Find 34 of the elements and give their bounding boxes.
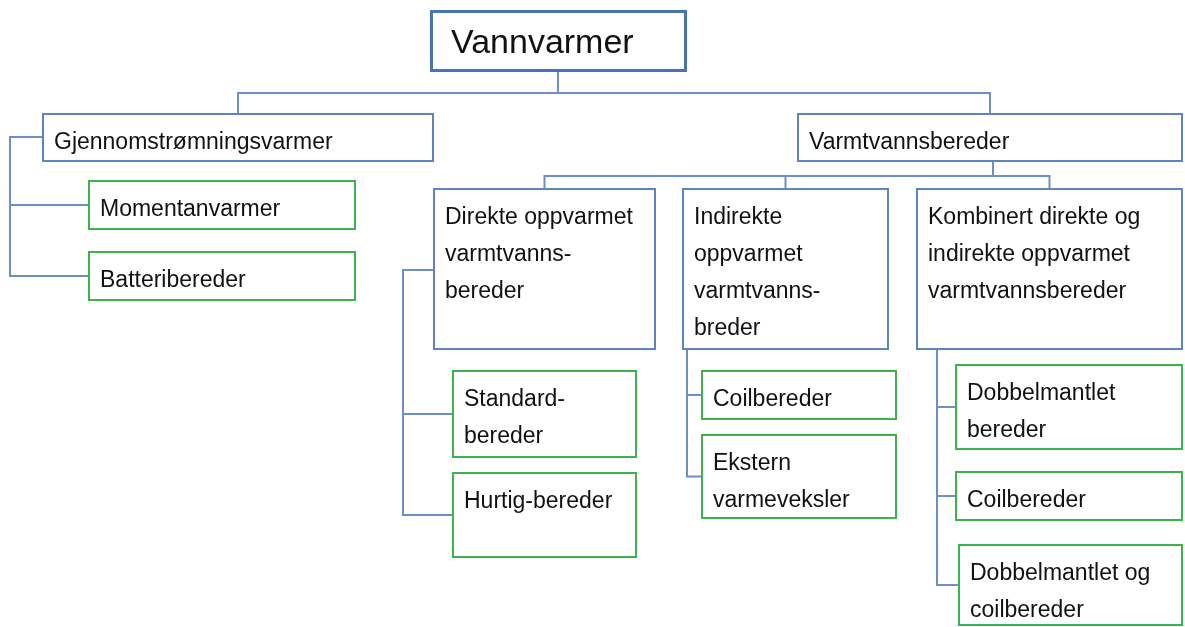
leaf-box [701,434,897,519]
connector-line [9,136,89,277]
node-label: Indirekte oppvarmet varmtvanns-breder [694,202,822,342]
node-label: Hurtig-bereder [464,486,613,515]
node-label: Dobbelmantlet og coilbereder [970,558,1152,624]
leaf-box [452,370,637,458]
category-box [797,113,1183,162]
category-box [42,113,434,162]
node-label: Coilbereder [713,384,832,413]
leaf-box [955,471,1183,521]
leaf-box [88,180,356,230]
connector-line [402,269,453,516]
title-box [430,10,687,72]
leaf-box [958,544,1183,626]
node-label: Kombinert direkte og indirekte oppvarmet varmtvannsbereder [928,202,1142,305]
connector-line [936,349,959,586]
category-box [682,188,889,350]
node-label: Batteribereder [100,265,246,294]
leaf-box [452,472,637,558]
node-label: Coilbereder [967,485,1086,514]
node-label: Standard-bereder [464,384,566,450]
node-label: Varmtvannsbereder [809,127,1010,156]
leaf-box [955,364,1183,450]
leaf-box [88,251,356,301]
category-box [916,188,1183,350]
leaf-box [701,370,897,420]
node-label: Dobbelmantlet bereder [967,378,1117,444]
node-label: Gjennomstrømningsvarmer [54,127,333,156]
connector-line [686,349,702,478]
node-label: Ekstern varmeveksler [713,448,851,514]
category-box [433,188,656,350]
node-label: Vannvarmer [451,21,634,61]
node-label: Direkte oppvarmet varmtvanns-bereder [445,202,634,305]
node-label: Momentanvarmer [100,194,281,223]
